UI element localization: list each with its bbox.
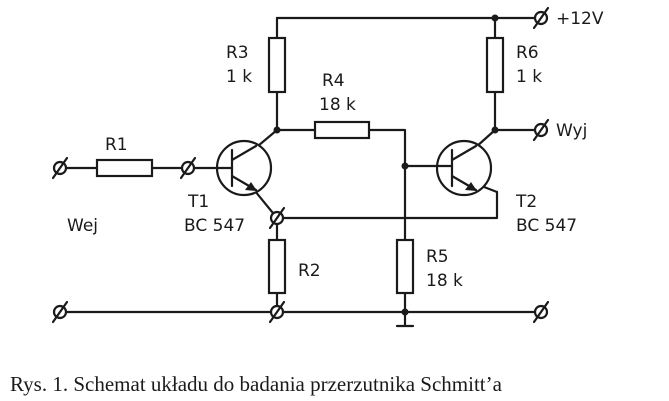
label-t2-type: BC 547	[516, 216, 577, 236]
junction-t2-base	[401, 162, 409, 170]
label-t1-type: BC 547	[184, 216, 245, 236]
junction-t2-collector	[491, 126, 499, 134]
t1-emitter-arrow-icon	[245, 182, 257, 191]
label-r2: R2	[298, 261, 321, 281]
label-r3-value: 1 k	[226, 67, 252, 87]
resistor-r5	[395, 238, 415, 295]
resistor-r6	[485, 36, 505, 94]
figure-caption: Rys. 1. Schemat układu do badania przerz…	[10, 372, 503, 396]
resistor-r4	[313, 120, 371, 140]
resistor-r3	[267, 36, 287, 94]
junction-ground-r5	[401, 308, 409, 316]
label-input: Wej	[67, 216, 98, 236]
resistor-r2	[267, 238, 287, 295]
label-r5-value: 18 k	[426, 271, 463, 291]
label-supply: +12V	[556, 9, 604, 29]
label-r4-name: R4	[322, 71, 345, 91]
transistor-t1	[215, 139, 273, 197]
terminal-output	[532, 118, 550, 142]
terminal-emitter	[268, 206, 286, 230]
label-r4-value: 18 k	[319, 95, 356, 115]
junction-supply	[491, 14, 499, 22]
label-output: Wyj	[556, 121, 587, 141]
transistor-t2	[435, 139, 493, 197]
terminal-supply	[532, 6, 550, 30]
t1-collector-lead	[230, 144, 258, 162]
label-r6-name: R6	[516, 43, 539, 63]
terminal-ground-left	[51, 300, 69, 324]
t2-collector-lead	[450, 144, 478, 162]
t2-body	[435, 139, 493, 197]
wire-emitter-common	[275, 190, 499, 220]
terminal-base-t1	[179, 156, 197, 180]
label-r6-value: 1 k	[516, 67, 542, 87]
label-r3-name: R3	[226, 43, 249, 63]
terminal-ground-mid	[268, 300, 286, 324]
wire-r4-to-node	[367, 128, 407, 242]
label-r1: R1	[105, 135, 128, 155]
label-t2-name: T2	[515, 192, 537, 212]
junction-t1-collector	[273, 126, 281, 134]
t2-emitter-arrow-icon	[465, 182, 477, 191]
terminal-input	[51, 156, 69, 180]
resistor-r1	[95, 158, 154, 178]
label-r5-name: R5	[426, 247, 449, 267]
label-t1-name: T1	[187, 192, 209, 212]
wire-r6-to-output	[493, 90, 543, 132]
terminal-ground-right	[532, 300, 550, 324]
